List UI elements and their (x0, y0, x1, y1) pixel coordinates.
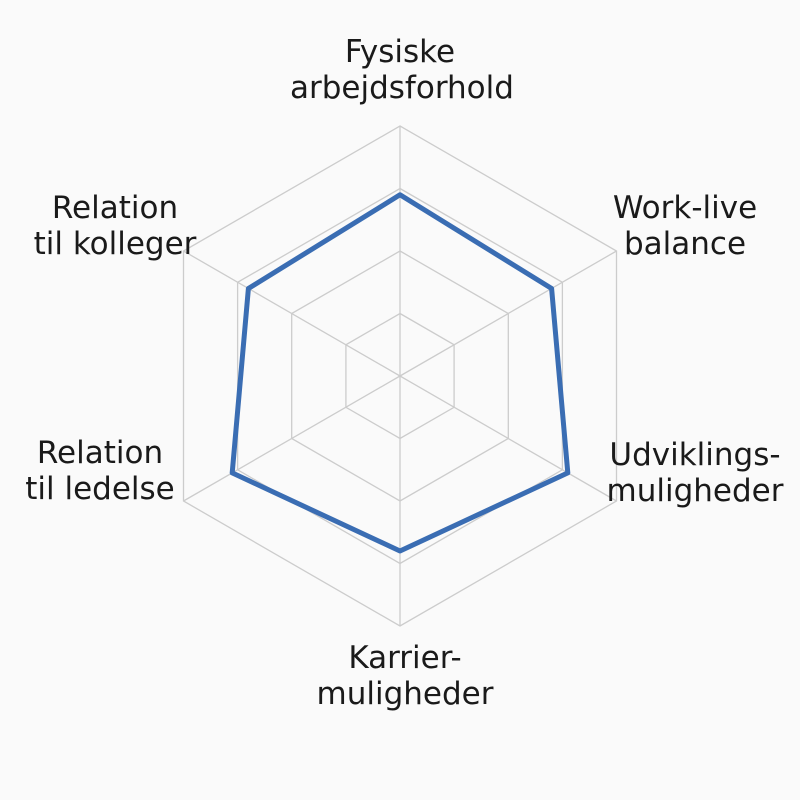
axis-label-relation-til-kolleger: Relation til kolleger (33, 190, 197, 262)
grid-spoke (399, 250, 617, 377)
radar-grid (182, 125, 618, 627)
axis-label-work-live-balance: Work-live balance (612, 190, 758, 262)
series-line (229, 192, 571, 554)
axis-label-fysiske-arbejdsforhold: Fysiske arbejdsforhold (290, 34, 514, 106)
grid-spoke (399, 375, 617, 502)
grid-spoke (183, 375, 401, 502)
axis-label-udviklingsmuligheder: Udviklings- muligheder (606, 437, 784, 509)
radar-series (229, 192, 571, 554)
axis-label-relation-til-ledelse: Relation til ledelse (25, 435, 175, 507)
axis-label-karrieremuligheder: Karrier- muligheder (316, 640, 494, 712)
grid-spoke (183, 250, 401, 377)
